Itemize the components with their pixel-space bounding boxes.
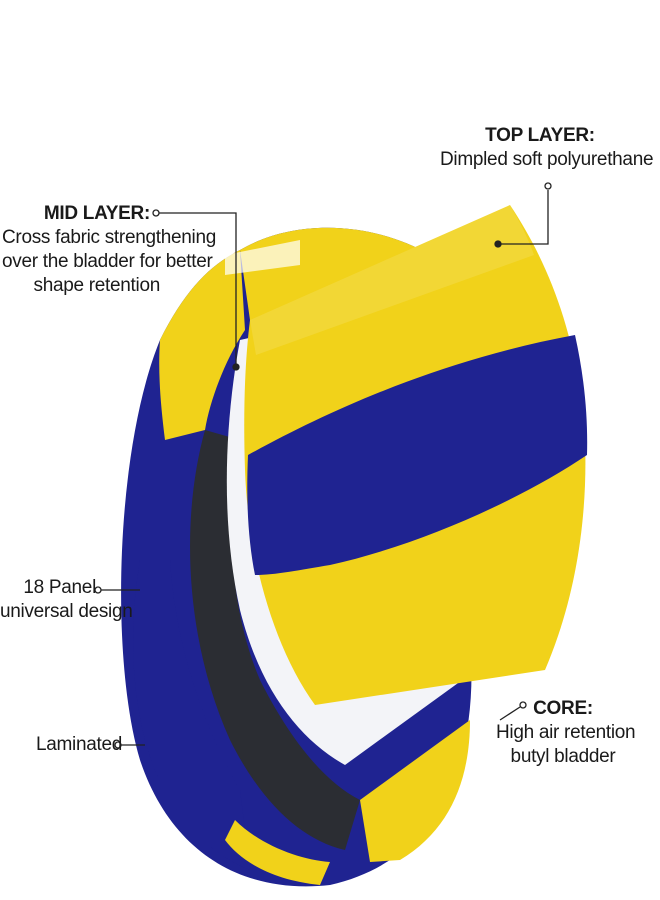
top-layer-segment <box>244 205 588 705</box>
laminated-line-1: Laminated <box>36 734 123 755</box>
core-line-1: High air retention <box>496 722 636 743</box>
mid-layer-leader <box>158 212 237 365</box>
mid-layer-heading: MID LAYER: <box>43 203 150 224</box>
top-layer-line-1: Dimpled soft polyurethane <box>440 149 654 170</box>
core-leader <box>499 706 521 721</box>
top-layer-label: TOP LAYER: Dimpled soft polyurethane <box>440 124 654 172</box>
laminated-layer <box>190 430 360 850</box>
core-heading: CORE: <box>533 698 593 719</box>
mid-layer-line-2: over the bladder for better <box>2 251 213 272</box>
mid-layer-line-1: Cross fabric strengthening <box>2 227 216 248</box>
panel-line-2: universal design <box>0 601 133 622</box>
mid-layer-label: MID LAYER: Cross fabric strengthening ov… <box>2 202 216 298</box>
mid-layer-line-3: shape retention <box>33 275 161 296</box>
core-line-2: butyl bladder <box>510 746 616 767</box>
core-label: CORE: High air retention butyl bladder <box>496 697 636 769</box>
top-layer-leader <box>500 190 549 245</box>
panel-design-label: 18 Panel universal design <box>0 576 133 624</box>
top-layer-heading: TOP LAYER: <box>485 125 595 146</box>
leader-dots <box>94 182 552 749</box>
panel-line-1: 18 Panel <box>23 577 96 598</box>
laminated-label: Laminated <box>36 733 122 757</box>
leader-lines <box>98 190 549 746</box>
